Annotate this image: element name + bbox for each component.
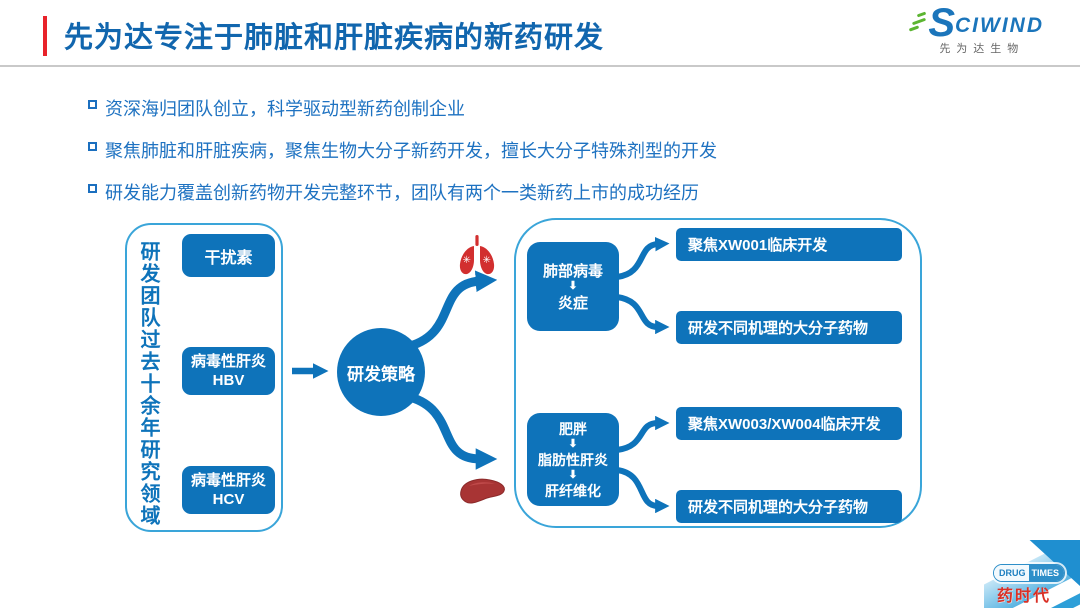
box-label: 病毒性肝炎: [190, 353, 266, 370]
title-accent-bar: [43, 16, 47, 56]
liver-pathway-box: 肥胖 ⬇ 脂肪性肝炎 ⬇ 肝纤维化: [527, 413, 619, 506]
outcome-box-xw001: 聚焦XW001临床开发: [676, 228, 902, 261]
logo-wordmark: CIWIND: [955, 14, 1044, 37]
stage-label: 肝纤维化: [545, 482, 601, 499]
sciwind-logo: S CIWIND 先为达生物: [909, 1, 1044, 56]
drugtimes-pill-left: DRUG: [994, 565, 1029, 581]
square-bullet-icon: [88, 100, 97, 109]
box-label: 干扰素: [204, 249, 253, 267]
svg-text:✳: ✳: [483, 255, 491, 266]
logo-wordmark-s: S: [928, 1, 955, 45]
down-arrow-icon: ⬇: [568, 280, 578, 292]
pipeline-panel: [514, 218, 922, 528]
bullet-item: 资深海归团队创立，科学驱动型新药创制企业: [88, 95, 717, 119]
square-bullet-icon: [88, 184, 97, 193]
bullet-item: 聚焦肺脏和肝脏疾病，聚焦生物大分子新药开发，擅长大分子特殊剂型的开发: [88, 137, 717, 161]
lungs-icon: ✳ ✳: [459, 235, 495, 275]
svg-text:✳: ✳: [463, 255, 471, 266]
liver-icon: [460, 478, 505, 504]
bullet-text: 聚焦肺脏和肝脏疾病，聚焦生物大分子新药开发，擅长大分子特殊剂型的开发: [105, 141, 717, 161]
outcome-box-xw003-xw004: 聚焦XW003/XW004临床开发: [676, 407, 902, 440]
drugtimes-watermark: DRUG TIMES 药时代: [984, 540, 1080, 608]
stage-label: 炎症: [557, 295, 588, 312]
research-areas-panel: [125, 223, 283, 532]
box-label: 病毒性肝炎: [190, 472, 266, 489]
bullet-text: 资深海归团队创立，科学驱动型新药创制企业: [105, 99, 465, 119]
stage-label: 肺部病毒: [542, 263, 603, 280]
outcome-box-lung-macromolecule: 研发不同机理的大分子药物: [676, 311, 902, 344]
box-label: HBV: [212, 372, 245, 389]
logo-speed-dashes-icon: [909, 11, 927, 38]
strategy-circle: 研发策略: [337, 328, 425, 416]
lung-pathway-box: 肺部病毒 ⬇ 炎症: [527, 242, 619, 331]
hcv-box: 病毒性肝炎 HCV: [182, 466, 275, 514]
hbv-box: 病毒性肝炎 HBV: [182, 347, 275, 395]
stage-label: 脂肪性肝炎: [538, 451, 608, 468]
research-areas-vertical-label: 研发团队过去十余年研究领域: [137, 241, 159, 527]
down-arrow-icon: ⬇: [568, 437, 578, 450]
drugtimes-pill-logo: DRUG TIMES: [993, 564, 1066, 582]
down-arrow-icon: ⬇: [568, 468, 578, 481]
bullet-text: 研发能力覆盖创新药物开发完整环节，团队有两个一类新药上市的成功经历: [105, 183, 699, 203]
square-bullet-icon: [88, 142, 97, 151]
stage-label: 肥胖: [559, 420, 587, 437]
bullet-list: 资深海归团队创立，科学驱动型新药创制企业 聚焦肺脏和肝脏疾病，聚焦生物大分子新药…: [88, 95, 717, 221]
header-divider: [0, 65, 1080, 67]
drugtimes-chinese-name: 药时代: [997, 588, 1052, 605]
logo-subtitle: 先为达生物: [939, 43, 1025, 55]
box-label: HCV: [212, 491, 245, 508]
interferon-box: 干扰素: [182, 234, 275, 277]
page-title: 先为达专注于肺脏和肝脏疾病的新药研发: [64, 22, 605, 54]
bullet-item: 研发能力覆盖创新药物开发完整环节，团队有两个一类新药上市的成功经历: [88, 179, 717, 203]
outcome-box-liver-macromolecule: 研发不同机理的大分子药物: [676, 490, 902, 523]
drugtimes-pill-right: TIMES: [1028, 565, 1065, 581]
